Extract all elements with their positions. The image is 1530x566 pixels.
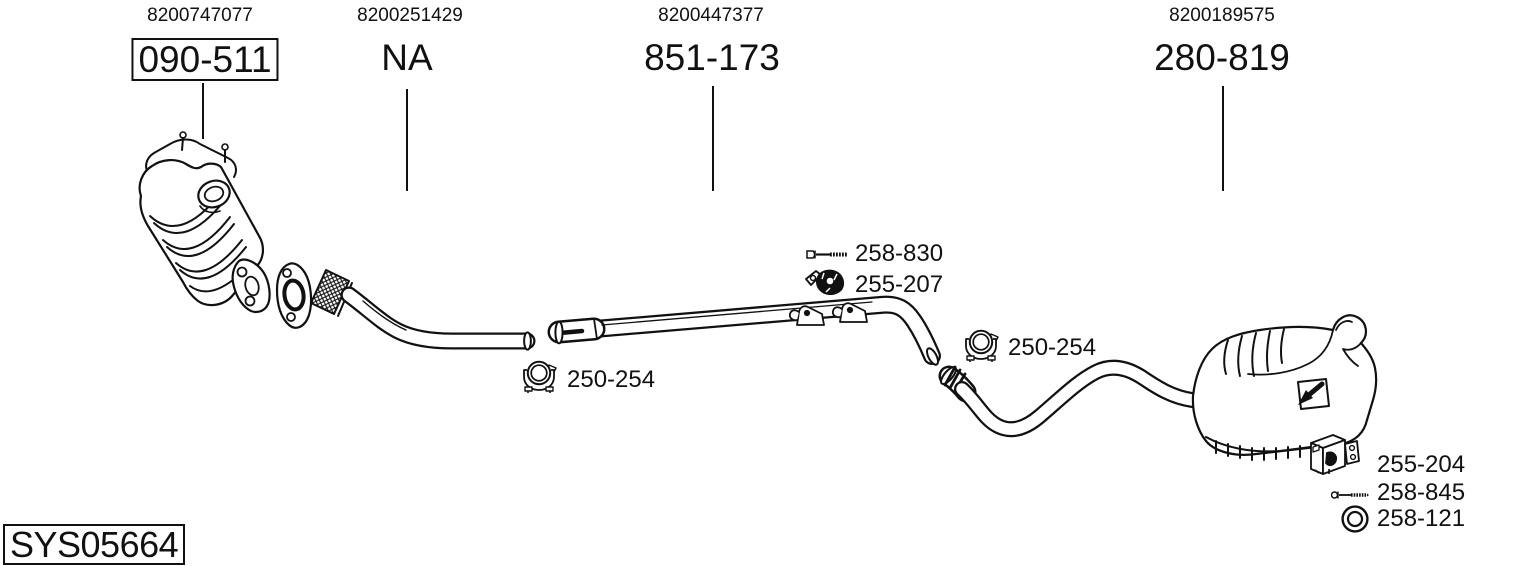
system-code: SYS05664: [3, 524, 186, 565]
catalytic-converter-drawing: [138, 131, 271, 314]
part-code-catalytic-converter: 090-511: [131, 38, 279, 81]
oe-number: 8200189575: [1169, 5, 1275, 26]
ring-gasket-icon: [1341, 505, 1369, 533]
callout-label: 258-121: [1377, 505, 1466, 532]
callout-label: 250-254: [567, 366, 656, 393]
callout-label: 258-830: [855, 240, 944, 267]
pipe-clamp-icon: [520, 359, 560, 393]
callout-label: 258-845: [1377, 479, 1466, 506]
part-code-rear-muffler: 280-819: [1154, 37, 1290, 78]
rubber-mount-icon: [805, 269, 845, 296]
callout-label: 255-204: [1377, 451, 1466, 478]
part-code-centre-pipe: 851-173: [644, 37, 780, 78]
front-flex-pipe-drawing: [275, 262, 536, 351]
oe-number: 8200251429: [357, 5, 463, 26]
rear-muffler-drawing: [938, 314, 1378, 461]
callout-label: 255-207: [855, 271, 944, 298]
part-code-front-pipe: NA: [381, 37, 433, 78]
oe-number: 8200447377: [658, 5, 764, 26]
long-bolt-icon: [1331, 491, 1369, 499]
centre-pipe-drawing: [547, 295, 941, 366]
pipe-clamp-icon: [962, 328, 1002, 362]
leader-lines: [202, 83, 1224, 191]
callout-label: 250-254: [1008, 334, 1097, 361]
hanger-bracket-icon: [1310, 434, 1360, 475]
bolt-icon: [806, 250, 847, 259]
oe-number: 8200747077: [147, 5, 253, 26]
